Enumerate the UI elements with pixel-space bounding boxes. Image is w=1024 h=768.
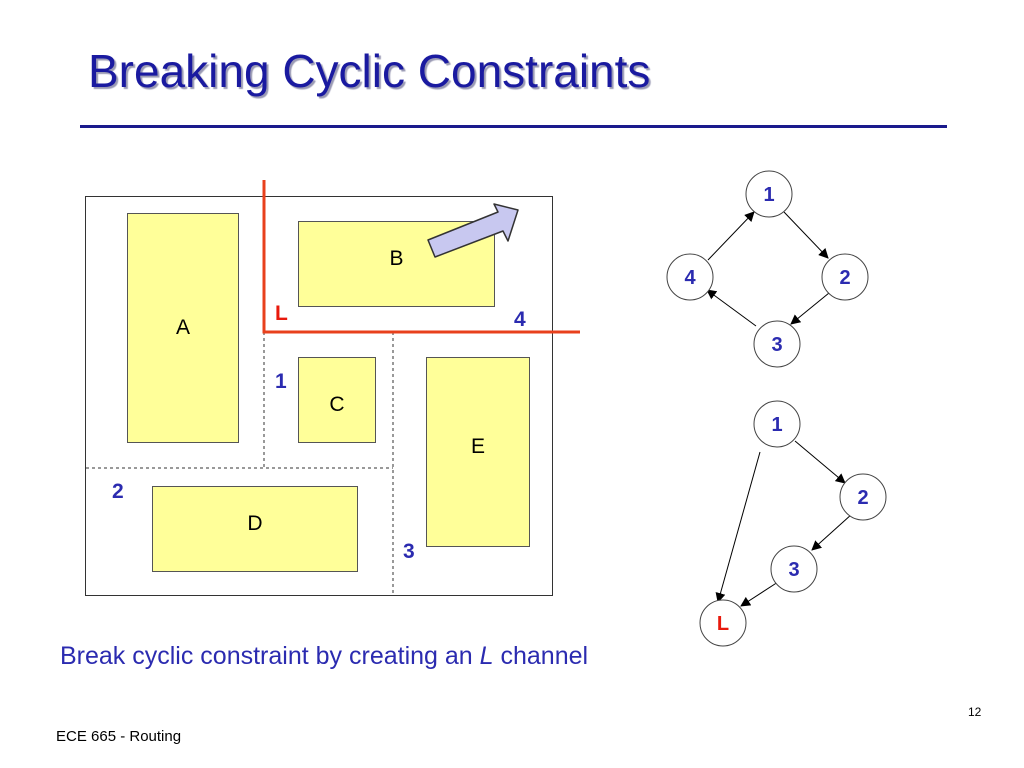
block-c-label: C (329, 393, 345, 416)
cyclic-node-3: 3 (753, 320, 801, 368)
edge-2-3-b (811, 513, 853, 551)
acyclic-node-3-label: 3 (788, 559, 799, 581)
acyclic-node-l: L (699, 599, 747, 647)
block-a-label: A (175, 316, 190, 339)
caption-prefix: Break cyclic constraint by creating an (60, 642, 480, 670)
channel-label-2: 2 (112, 480, 124, 503)
caption-suffix: channel (493, 642, 589, 670)
acyclic-node-3: 3 (770, 545, 818, 593)
edge-4-1 (707, 211, 755, 261)
cyclic-node-2: 2 (821, 253, 869, 301)
channel-label-4: 4 (514, 308, 526, 331)
floorplan-frame (85, 196, 553, 596)
block-b-label: B (389, 247, 404, 270)
cyclic-node-4-label: 4 (684, 267, 696, 289)
edge-2-3 (790, 292, 830, 325)
cyclic-node-4: 4 (666, 253, 714, 301)
acyclic-node-2-label: 2 (857, 487, 868, 509)
cyclic-node-3-label: 3 (771, 334, 782, 356)
slide-title: Breaking Cyclic Constraints (88, 45, 651, 97)
caption-italic: L (479, 642, 494, 670)
page-number: 12 (968, 705, 982, 719)
acyclic-node-l-label: L (717, 613, 729, 635)
block-d-label: D (247, 512, 263, 535)
title-underline (80, 125, 947, 128)
edge-1-2-b (794, 440, 846, 484)
slide-caption: Break cyclic constraint by creating an L… (60, 642, 588, 671)
cyclic-node-1-label: 1 (763, 184, 774, 206)
cyclic-node-2-label: 2 (839, 267, 850, 289)
block-d: D (152, 486, 358, 572)
cyclic-node-1: 1 (745, 170, 793, 218)
acyclic-node-2: 2 (839, 473, 887, 521)
channel-label-l: L (275, 302, 288, 325)
channel-label-3: 3 (403, 540, 415, 563)
edge-1-2 (783, 211, 829, 259)
l-channel-line (262, 180, 580, 334)
channel-label-1: 1 (275, 370, 287, 393)
block-a: A (127, 213, 239, 443)
acyclic-node-1: 1 (753, 400, 801, 448)
direction-arrow (427, 203, 519, 258)
block-e: E (426, 357, 530, 547)
slide-footer: ECE 665 - Routing (56, 728, 182, 745)
acyclic-node-1-label: 1 (771, 414, 782, 436)
block-c: C (298, 357, 376, 443)
edge-3-l (740, 581, 779, 607)
block-e-label: E (470, 435, 485, 458)
edge-1-l (715, 451, 761, 603)
edge-3-4 (706, 289, 757, 327)
